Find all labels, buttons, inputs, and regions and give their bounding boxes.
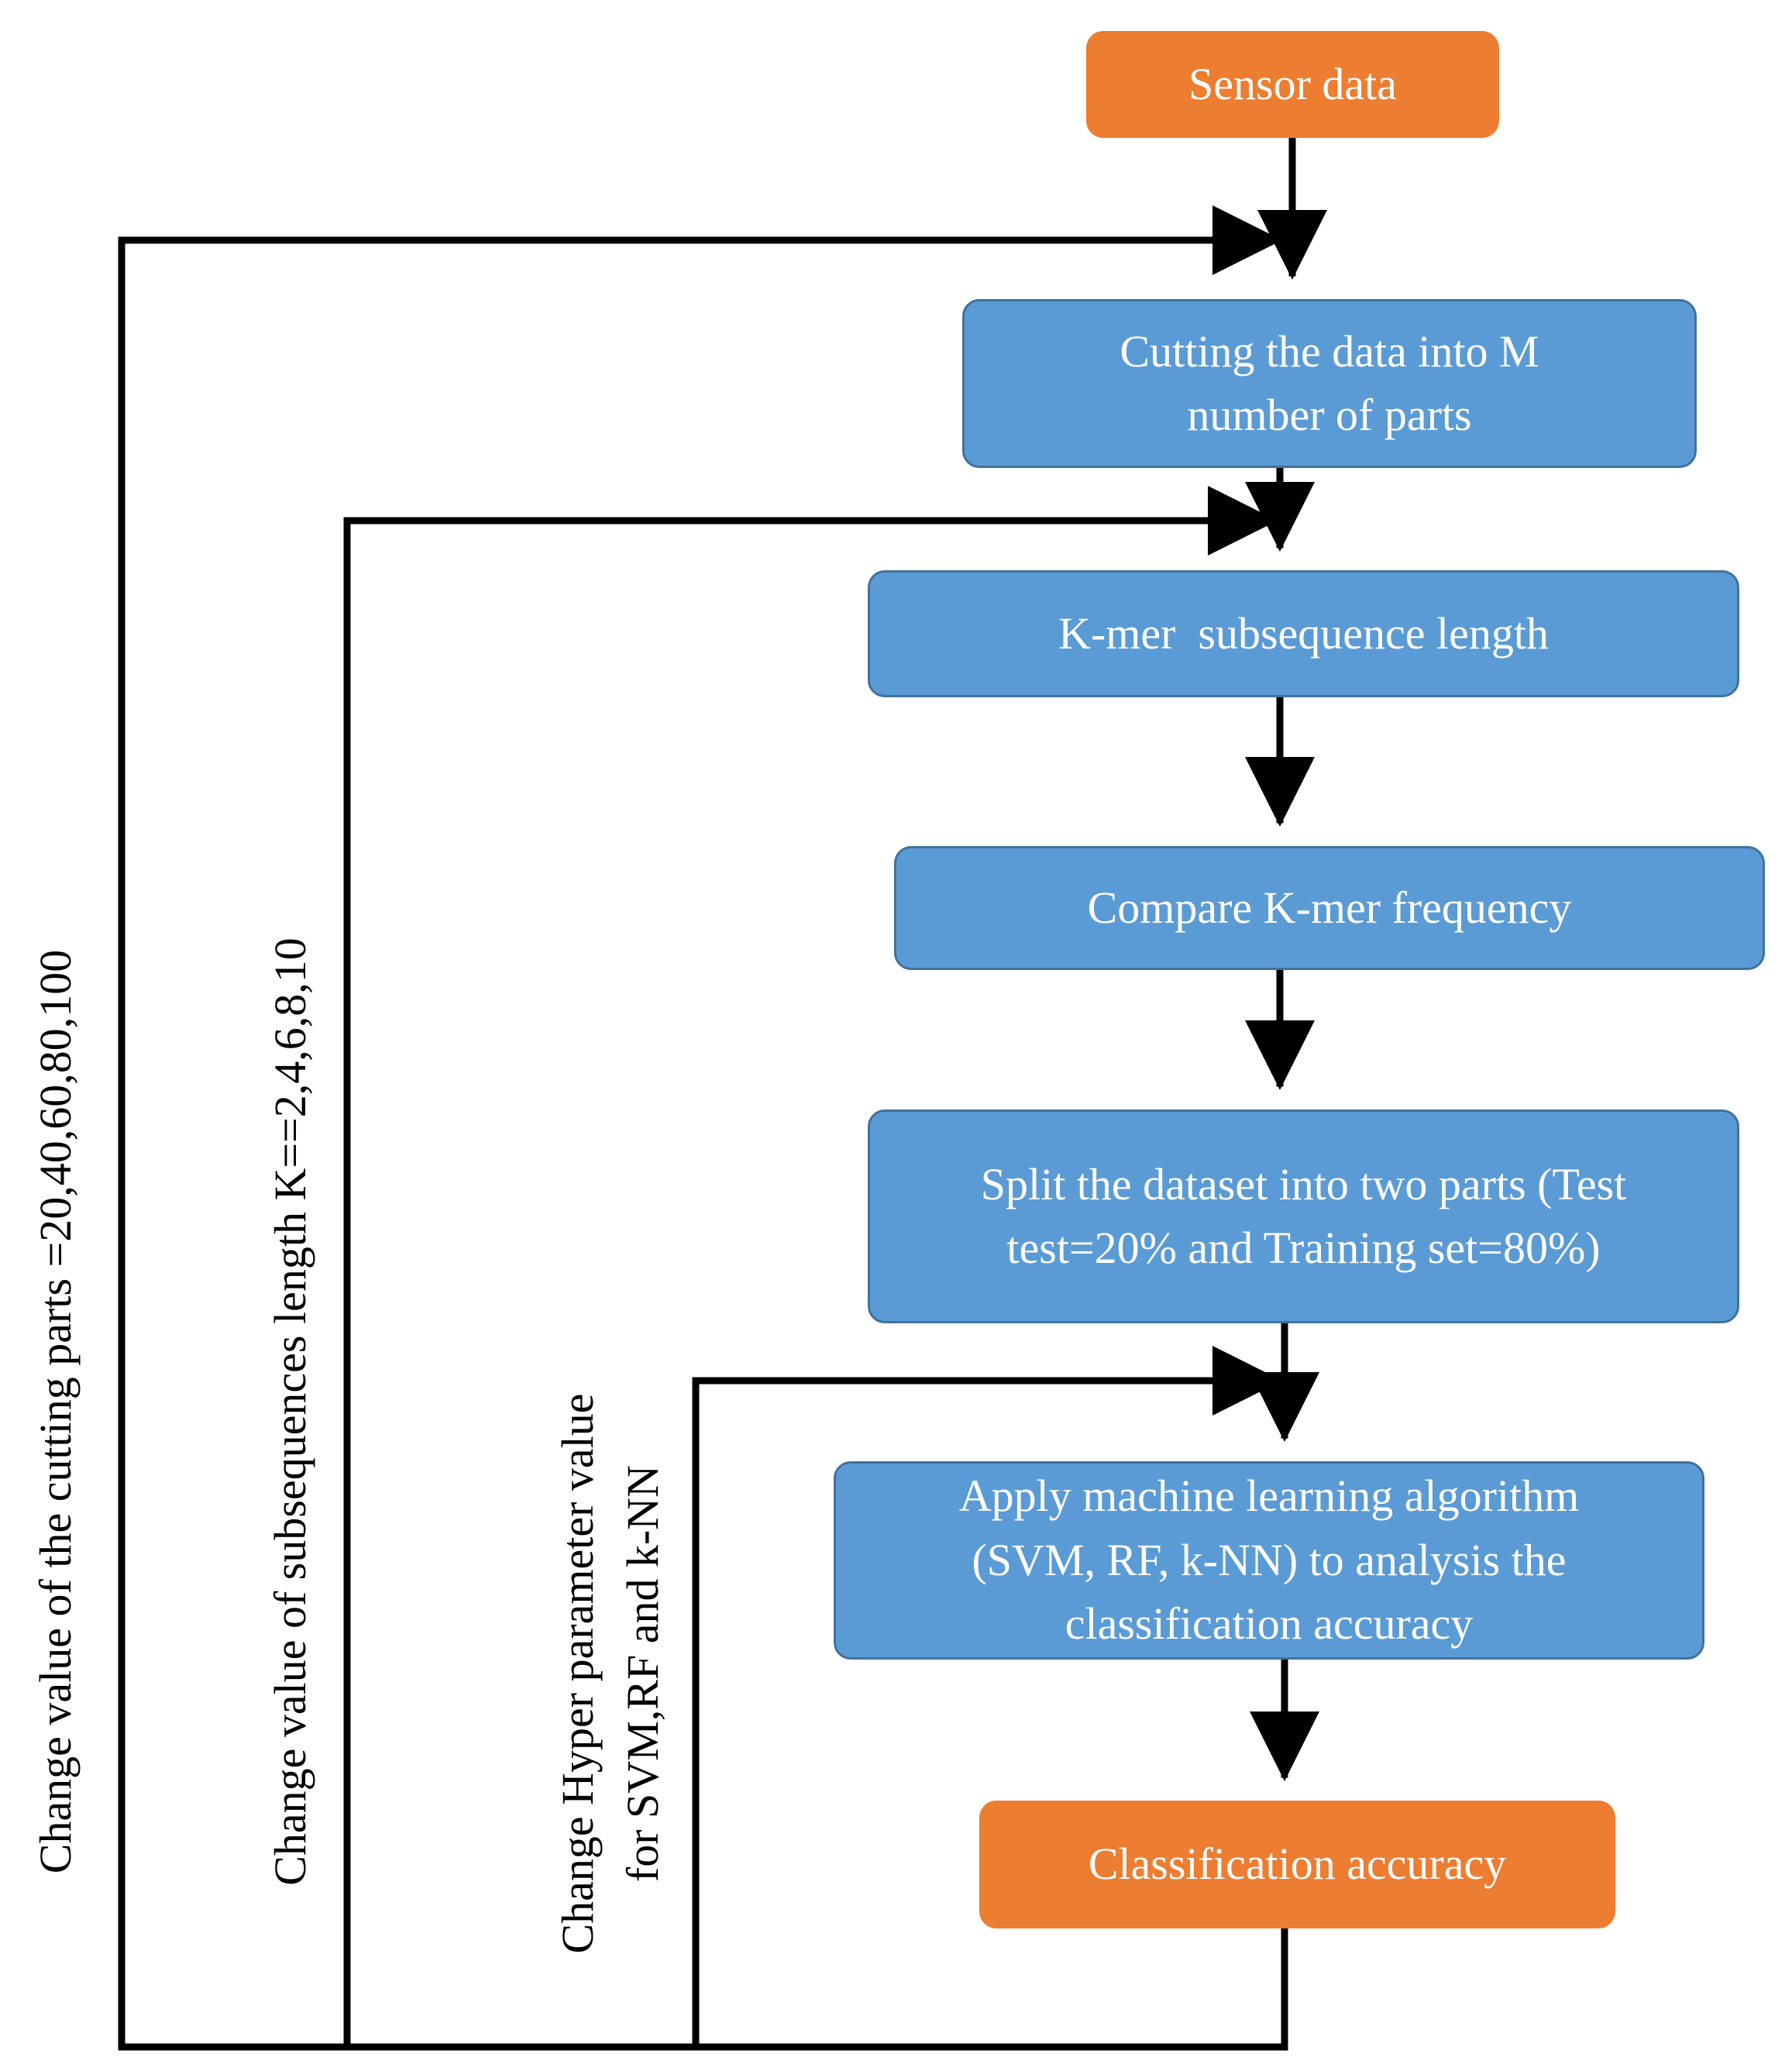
kmer-length-box: K-mer subsequence length — [868, 570, 1739, 697]
kmer-length-label: K-mer subsequence length — [1058, 607, 1549, 659]
cutting-data-line-2: number of parts — [1187, 390, 1472, 440]
classification-accuracy-box: Classification accuracy — [979, 1801, 1615, 1928]
split-dataset-text: Split the dataset into two parts (Test t… — [981, 1153, 1627, 1281]
apply-ml-text: Apply machine learning algorithm (SVM, R… — [959, 1464, 1580, 1656]
apply-ml-box: Apply machine learning algorithm (SVM, R… — [834, 1461, 1704, 1660]
loop-hyper-parameter — [692, 1346, 1282, 2051]
split-dataset-box: Split the dataset into two parts (Test t… — [868, 1109, 1739, 1323]
cutting-data-line-1: Cutting the data into M — [1120, 325, 1539, 377]
loop-subsequence-length — [343, 486, 1278, 2051]
apply-ml-line-1: Apply machine learning algorithm — [958, 1471, 1580, 1522]
compare-frequency-box: Compare K-mer frequency — [894, 846, 1765, 970]
sensor-data-box: Sensor data — [1086, 31, 1499, 138]
cutting-data-text: Cutting the data into M number of parts — [1120, 320, 1539, 448]
loop-label-hyper-line-2: for SVM,RF and k-NN — [617, 1464, 668, 1883]
loop-label-cutting-parts: Change value of the cutting parts =20,40… — [23, 950, 88, 1873]
classification-accuracy-label: Classification accuracy — [1088, 1839, 1507, 1890]
apply-ml-line-3: classification accuracy — [1065, 1598, 1474, 1650]
split-dataset-line-2: test=20% and Training set=80%) — [1006, 1223, 1601, 1273]
apply-ml-line-2: (SVM, RF, k-NN) to analysis the — [972, 1534, 1567, 1585]
loop-label-subsequences: Change value of subsequences length K==2… — [258, 937, 323, 1886]
sensor-data-label: Sensor data — [1188, 58, 1397, 109]
loop-label-subsequences-text: Change value of subsequences length K==2… — [264, 937, 315, 1886]
return-line-bottom — [118, 1925, 1288, 2051]
cutting-data-box: Cutting the data into M number of parts — [962, 299, 1697, 468]
split-dataset-line-1: Split the dataset into two parts (Test — [980, 1158, 1627, 1209]
loop-label-cutting-parts-text: Change value of the cutting parts =20,40… — [29, 949, 81, 1874]
loop-label-hyper-parameter: Change Hyper parameter value for SVM,RF … — [545, 1393, 676, 1953]
compare-frequency-label: Compare K-mer frequency — [1087, 882, 1572, 933]
loop-label-hyper-line-1: Change Hyper parameter value — [552, 1393, 603, 1954]
loop-cutting-parts — [118, 205, 1282, 2051]
